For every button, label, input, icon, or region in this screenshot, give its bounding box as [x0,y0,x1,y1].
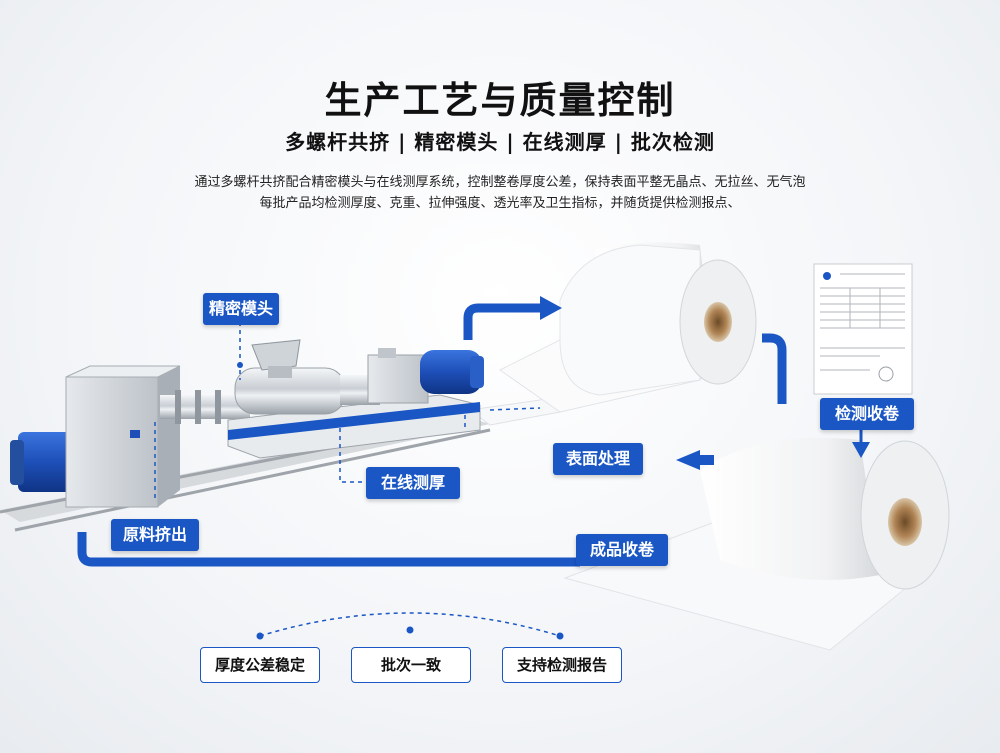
dashed-connectors [119,322,561,637]
tag-finished-roll: 成品收卷 [576,534,668,566]
feature-test-report: 支持检测报告 [502,647,622,683]
extruder-machine-icon [10,339,484,508]
feature-batch-consistency: 批次一致 [351,647,471,683]
arrow-right-icon [540,296,562,320]
flow-lines [77,303,787,567]
arrow-down-icon [852,442,870,458]
page-title: 生产工艺与质量控制 [324,79,676,122]
arrow-left-icon [676,450,700,470]
tag-surface: 表面处理 [553,443,643,475]
report-document-icon [813,263,913,395]
description-line-1: 通过多螺杆共挤配合精密模头与在线测厚系统，控制整卷厚度公差，保持表面平整无晶点、… [194,175,806,190]
tag-thickness: 在线测厚 [366,467,460,499]
feature-thickness-tolerance: 厚度公差稳定 [200,647,320,683]
film-roll-icon [559,242,757,396]
tag-inspect-roll: 检测收卷 [820,398,914,430]
connector-dots [237,362,564,640]
page-subtitle: 多螺杆共挤 | 精密模头 | 在线测厚 | 批次检测 [285,130,715,154]
tag-die: 精密模头 [203,293,279,325]
tag-extrusion: 原料挤出 [111,519,199,551]
description-line-2: 每批产品均检测厚度、克重、拉伸强度、透光率及卫生指标，并随货提供检测报点、 [259,196,741,211]
